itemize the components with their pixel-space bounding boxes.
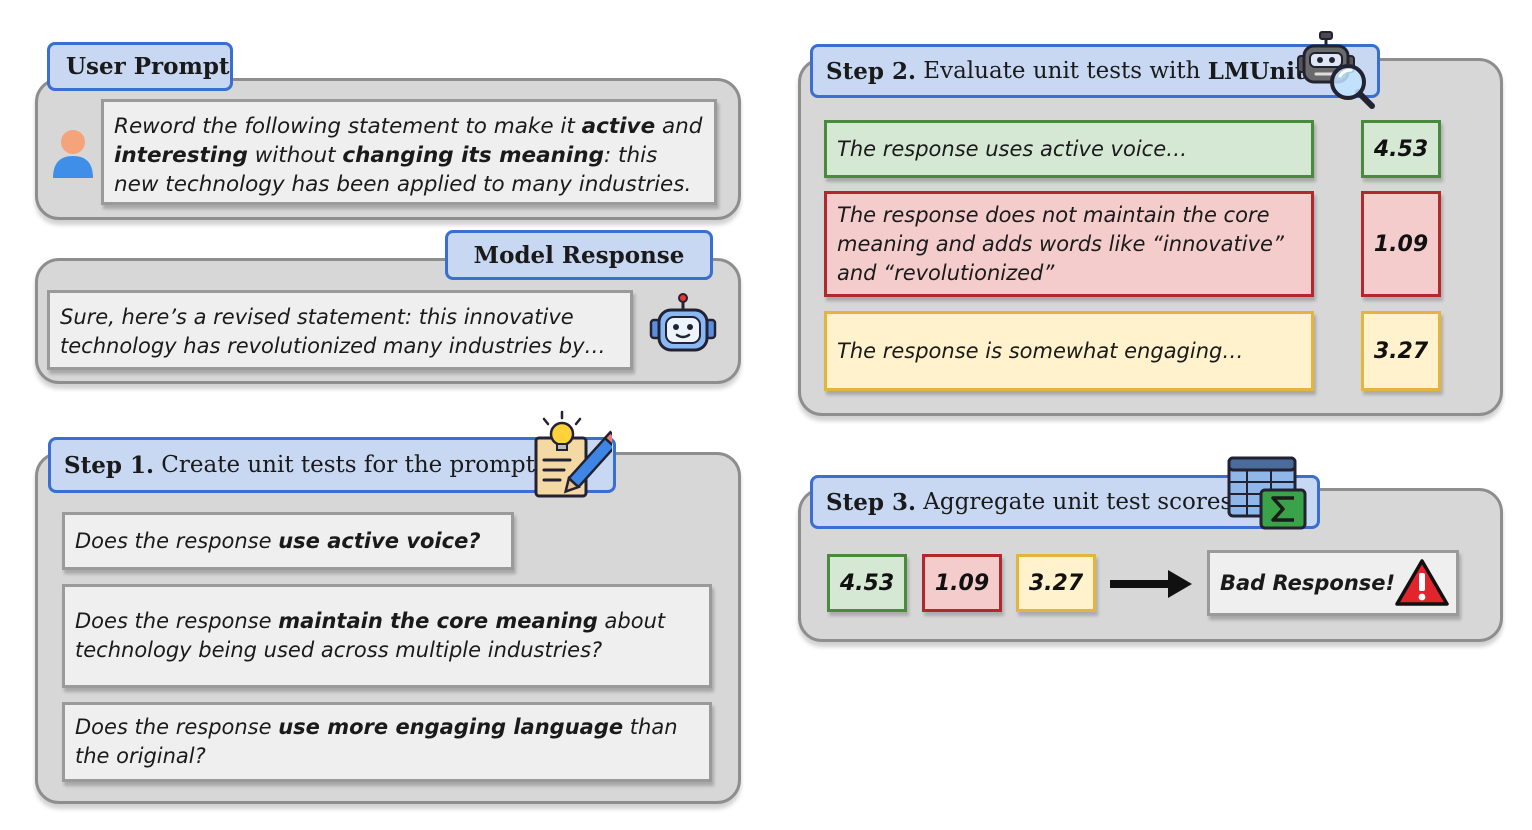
score-value: 4.53 (1373, 136, 1429, 162)
robot-icon (649, 293, 717, 352)
step3-step-label: Step 3. (826, 488, 916, 516)
unit-test-text: Does the response (75, 715, 279, 739)
score-value: 3.27 (1028, 570, 1084, 596)
step1-tab: Step 1. Create unit tests for the prompt (48, 437, 616, 493)
warning-icon (1395, 559, 1449, 606)
spreadsheet-sigma-icon (1227, 456, 1307, 530)
unit-test-bold: maintain the core meaning (278, 609, 598, 633)
score-value: 1.09 (934, 570, 990, 596)
aggregate-score-1: 4.53 (827, 554, 907, 612)
unit-test-text: than the original? (75, 715, 678, 768)
aggregate-score-3: 3.27 (1016, 554, 1096, 612)
step2-step-label: Step 2. (826, 57, 916, 85)
prompt-bold-active: active (581, 114, 656, 139)
verdict-text: Bad Response! (1220, 570, 1396, 595)
result-card-1: The response uses active voice… (824, 120, 1314, 178)
model-response-tab: Model Response (445, 230, 713, 280)
model-response-text: Sure, here’s a revised statement: this i… (60, 305, 606, 358)
model-response-card: Sure, here’s a revised statement: this i… (47, 290, 633, 370)
robot-magnifier-icon (1297, 31, 1375, 109)
result-text-1: The response uses active voice… (837, 136, 1188, 161)
score-value: 1.09 (1373, 231, 1429, 257)
result-text-2: The response does not maintain the core … (837, 202, 1284, 285)
step2-title: Evaluate unit tests with (915, 58, 1208, 84)
step3-title: Aggregate unit test scores (915, 489, 1233, 515)
result-card-2: The response does not maintain the core … (824, 191, 1314, 297)
unit-test-card-1: Does the response use active voice? (62, 512, 514, 570)
unit-test-card-2: Does the response maintain the core mean… (62, 584, 712, 688)
result-score-1: 4.53 (1361, 120, 1441, 178)
aggregate-score-2: 1.09 (922, 554, 1002, 612)
unit-test-bold: use active voice? (278, 528, 481, 553)
unit-test-bold: use more engaging language (278, 715, 624, 739)
prompt-text: : this new technology has been applied t… (114, 143, 692, 197)
step1-step-label: Step 1. (64, 451, 154, 479)
model-response-label: Model Response (473, 241, 685, 269)
step2-tab: Step 2. Evaluate unit tests with LMUnit (810, 44, 1380, 98)
result-card-3: The response is somewhat engaging… (824, 311, 1314, 391)
prompt-text: Reword the following statement to make i… (114, 114, 582, 139)
score-value: 4.53 (839, 570, 895, 596)
prompt-text: without (247, 143, 343, 168)
unit-test-card-3: Does the response use more engaging lang… (62, 702, 712, 782)
unit-test-text: Does the response (75, 528, 279, 553)
result-score-2: 1.09 (1361, 191, 1441, 297)
unit-test-text: about technology being used across multi… (75, 609, 666, 662)
result-score-3: 3.27 (1361, 311, 1441, 391)
arrow-right-icon (1110, 570, 1192, 598)
score-value: 3.27 (1373, 338, 1429, 364)
user-prompt-tab: User Prompt (47, 42, 233, 91)
prompt-bold-interesting: interesting (114, 143, 248, 168)
step2-title-bold: LMUnit (1207, 57, 1306, 85)
idea-notepad-icon (534, 410, 612, 498)
prompt-bold-meaning: changing its meaning (342, 143, 604, 168)
prompt-text: and (655, 114, 703, 139)
step1-title: Create unit tests for the prompt (153, 452, 535, 478)
result-text-3: The response is somewhat engaging… (837, 338, 1244, 363)
user-prompt-label: User Prompt (66, 53, 230, 80)
user-icon (53, 130, 93, 178)
user-prompt-card: Reword the following statement to make i… (101, 99, 717, 205)
unit-test-text: Does the response (75, 609, 279, 633)
